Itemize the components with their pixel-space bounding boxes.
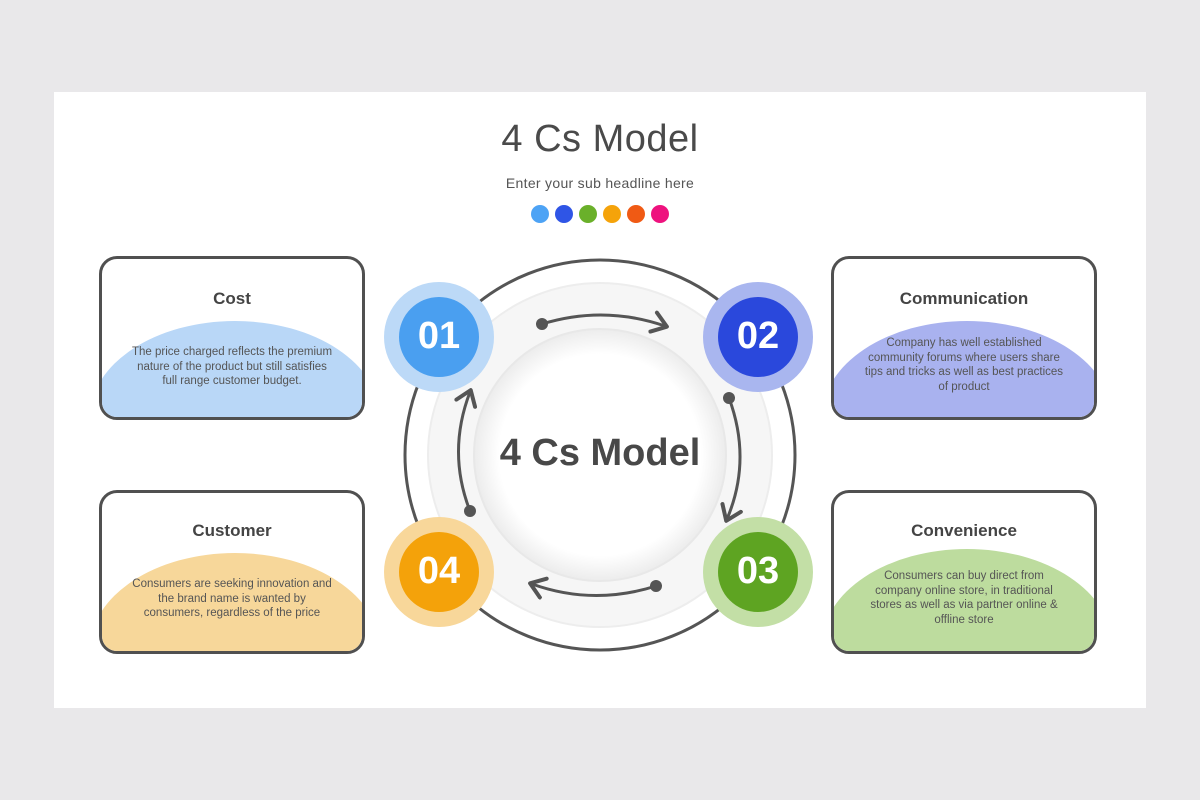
arrow-01-02	[541, 310, 669, 334]
card-title: Customer	[192, 521, 272, 540]
color-dot	[555, 205, 573, 223]
outer-ring	[403, 258, 797, 652]
step-number-02: 02	[736, 315, 780, 357]
card-text: Consumers can buy direct from company on…	[856, 569, 1072, 627]
card-text-line: consumers, regardless of the price	[143, 607, 321, 619]
card-text-line: Company has well established	[886, 337, 1042, 349]
center-label: 4 Cs Model	[499, 432, 701, 474]
card-convenience: Convenience Consumers can buy direct fro…	[831, 490, 1097, 654]
card-text-line: The price charged reflects the premium	[131, 346, 333, 358]
color-dot	[531, 205, 549, 223]
card-text-line: nature of the product but still satisfie…	[137, 360, 327, 373]
page-subtitle: Enter your sub headline here	[505, 175, 695, 191]
card-text-line: Consumers are seeking innovation and	[132, 578, 332, 590]
arrow-02-03-start-dot	[723, 392, 735, 404]
arrow-03-04-start-dot	[650, 580, 662, 592]
arrow-02-03	[720, 397, 743, 523]
color-dot	[627, 205, 645, 223]
card-text-line: offline store	[934, 613, 994, 626]
card-text: Consumers are seeking innovation and the…	[124, 577, 340, 621]
color-dot	[651, 205, 669, 223]
card-text-line: of product	[938, 380, 990, 393]
card-cost: Cost The price charged reflects the prem…	[99, 256, 365, 420]
arrow-03-04	[528, 576, 657, 600]
card-text-line: the brand name is wanted by	[158, 592, 306, 605]
card-title: Communication	[899, 289, 1029, 308]
card-customer: Customer Consumers are seeking innovatio…	[99, 490, 365, 654]
node-04	[384, 517, 494, 627]
step-number-04: 04	[417, 550, 461, 592]
card-text-line: full range customer budget.	[162, 375, 302, 387]
card-text: The price charged reflects the premium n…	[124, 345, 340, 389]
card-text-line: tips and tricks as well as best practice…	[864, 366, 1064, 378]
card-text-line: community forums where users share	[868, 351, 1060, 364]
arrow-04-01-start-dot	[464, 505, 476, 517]
inner-disc	[473, 328, 727, 582]
card-title: Cost	[213, 289, 251, 308]
node-02	[703, 282, 813, 392]
card-text-line: stores as well as via partner online &	[870, 599, 1058, 611]
card-title: Convenience	[911, 521, 1017, 540]
color-dot	[579, 205, 597, 223]
arrow-01-02-start-dot	[536, 318, 548, 330]
color-dots	[530, 205, 670, 225]
card-text: Company has well established community f…	[856, 336, 1072, 394]
page-title: 4 Cs Model	[501, 118, 699, 160]
card-text-line: company online store, in traditional	[875, 584, 1053, 597]
node-01	[384, 282, 494, 392]
color-dot	[603, 205, 621, 223]
step-number-01: 01	[417, 315, 461, 357]
node-03	[703, 517, 813, 627]
step-number-03: 03	[736, 550, 780, 592]
card-communication: Communication Company has well establish…	[831, 256, 1097, 420]
card-text-line: Consumers can buy direct from	[884, 570, 1044, 582]
arrow-04-01	[454, 388, 478, 512]
